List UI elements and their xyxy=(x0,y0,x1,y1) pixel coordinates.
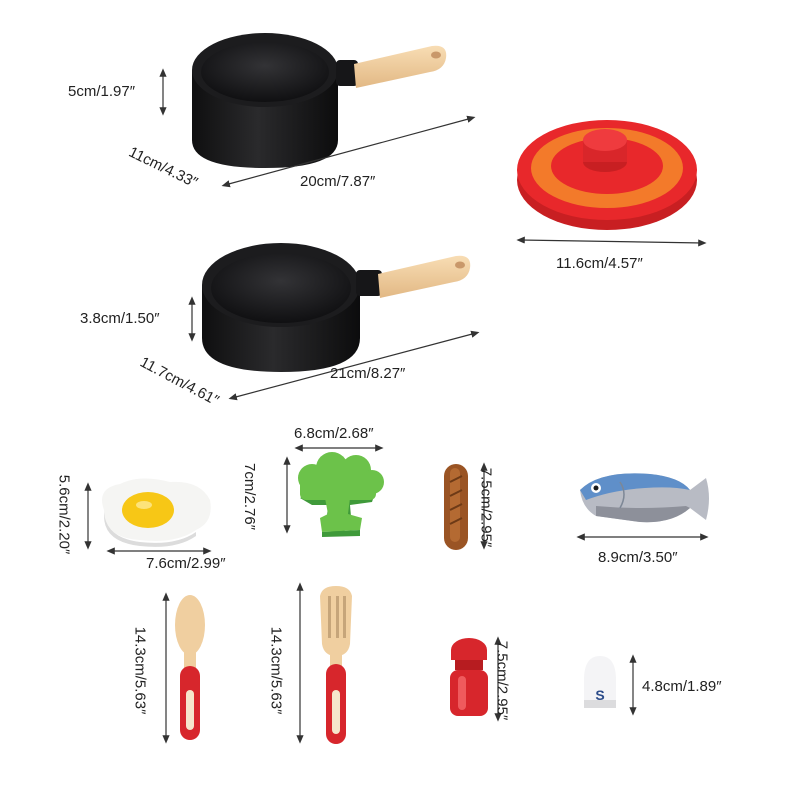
salt-letter: S xyxy=(595,687,604,703)
salt-shaker: S xyxy=(584,656,616,708)
large-pot xyxy=(192,33,447,168)
pot-small-height-label: 3.8cm/1.50″ xyxy=(80,310,160,327)
broccoli-width-label: 6.8cm/2.68″ xyxy=(294,425,374,442)
dim-line xyxy=(516,236,707,247)
pot-lid xyxy=(517,120,697,230)
egg-width-label: 7.6cm/2.99″ xyxy=(146,555,226,572)
lid-diameter-label: 11.6cm/4.57″ xyxy=(556,255,643,272)
broccoli-height-label: 7cm/2.76″ xyxy=(241,462,259,531)
fish xyxy=(580,473,709,523)
pot-small-length-label: 21cm/8.27″ xyxy=(330,365,406,382)
sausage-height-label: 7.5cm/2.95″ xyxy=(477,467,495,548)
pepper-height-label: 7.5cm/2.95″ xyxy=(493,640,511,721)
dim-line xyxy=(221,115,476,188)
spatula-length-label: 14.3cm/5.63″ xyxy=(267,626,285,715)
pot-large-length-label: 20cm/7.87″ xyxy=(300,173,376,190)
sausage xyxy=(444,464,468,550)
fried-egg xyxy=(102,478,211,547)
spoon-length-label: 14.3cm/5.63″ xyxy=(131,626,149,715)
egg-height-label: 5.6cm/2.20″ xyxy=(55,474,73,555)
pepper-shaker xyxy=(450,638,488,716)
salt-height-label: 4.8cm/1.89″ xyxy=(642,678,722,695)
small-pot xyxy=(202,243,471,372)
dimension-lines xyxy=(84,68,709,744)
dim-line xyxy=(228,330,480,401)
spoon xyxy=(175,595,205,740)
fish-width-label: 8.9cm/3.50″ xyxy=(598,549,678,566)
pot-large-height-label: 5cm/1.97″ xyxy=(68,83,136,100)
spatula xyxy=(320,586,352,744)
broccoli xyxy=(298,452,384,537)
